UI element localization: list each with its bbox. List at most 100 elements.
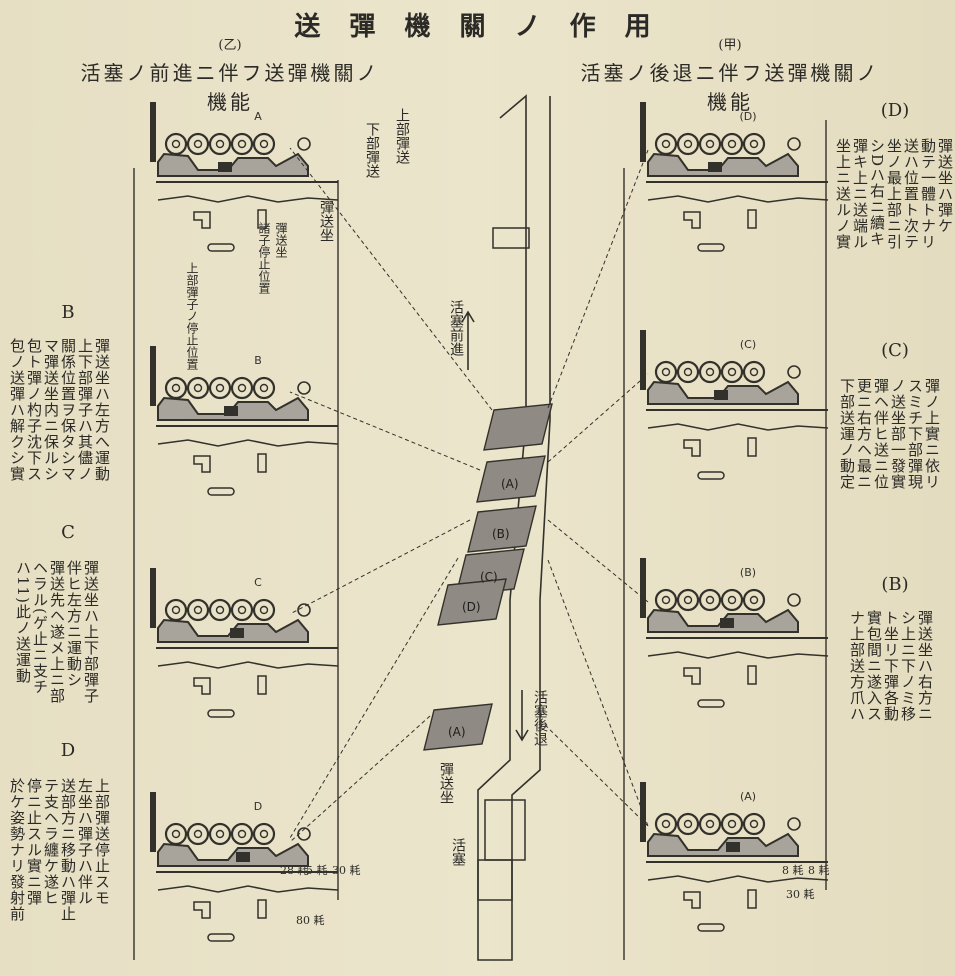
leader-line xyxy=(289,147,493,411)
cartridge-round xyxy=(164,376,188,400)
left-caption-letter-d: D xyxy=(60,740,76,761)
cartridge-round xyxy=(186,132,210,156)
cartridge-primer xyxy=(749,367,759,377)
leader-line xyxy=(539,719,649,827)
cartridge-round xyxy=(676,132,700,156)
cartridge-round xyxy=(654,812,678,836)
panel-label: C xyxy=(254,576,262,589)
guide-line xyxy=(157,885,339,893)
label-lower-round: 下部彈送 xyxy=(364,122,380,178)
slot-shape xyxy=(747,209,757,229)
dim-left-3: 30 耗 xyxy=(332,864,361,877)
cartridge-round xyxy=(676,588,700,612)
slot-shape xyxy=(257,675,267,695)
cartridge-round xyxy=(787,593,801,607)
right-caption-letter-d: (D) xyxy=(880,100,910,121)
pawl-shape xyxy=(193,455,211,473)
left-caption-letter-b: B xyxy=(61,302,75,323)
cartridge-primer xyxy=(193,829,203,839)
left-panel-a: A xyxy=(150,102,339,252)
carrier-pawl xyxy=(708,162,722,172)
cartridge-round xyxy=(742,588,766,612)
cartridge-round xyxy=(208,376,232,400)
carrier-body xyxy=(647,152,799,177)
cartridge-primer xyxy=(215,139,225,149)
right-caption-letter-b: (B) xyxy=(881,574,909,595)
carrier-body xyxy=(157,152,309,177)
left-caption-text-c: 彈送坐ハ上下部彈子 伴ヒ左方ニ運動シ 彈送先ヘ遂メ上ニ部 ヘラル(ゲ止ニ支チ ハ… xyxy=(14,560,100,704)
carrier-pawl xyxy=(726,842,740,852)
carrier-body xyxy=(647,832,799,857)
right-panel-a: (A) xyxy=(640,782,829,932)
cartridge-round xyxy=(164,132,188,156)
cartridge-primer xyxy=(727,139,737,149)
buffer-shape xyxy=(697,923,725,932)
cartridge-round xyxy=(230,132,254,156)
cartridge-round xyxy=(654,360,678,384)
cartridge-primer xyxy=(193,605,203,615)
cartridge-primer xyxy=(259,605,269,615)
dim-left-1: 28 耗 xyxy=(280,864,309,877)
cartridge-round xyxy=(164,822,188,846)
cartridge-primer xyxy=(215,383,225,393)
pawl-shape xyxy=(193,901,211,919)
wall-post xyxy=(640,102,646,162)
cartridge-round xyxy=(742,812,766,836)
right-panels-group: (D)(C)(B)(A) xyxy=(623,102,829,960)
cartridge-primer xyxy=(661,595,671,605)
label-piston-forward: 活塞前進 xyxy=(448,300,464,356)
cartridge-primer xyxy=(727,819,737,829)
carrier-pawl xyxy=(720,618,734,628)
right-header-mark: (甲) xyxy=(718,38,742,53)
left-caption-text-b: 彈送坐ハ左方へ運動 上下部彈子ハ其儘ノ 關係位置ヲ保タシマ マ彈送坐内ニ保ルシ … xyxy=(8,338,111,482)
piston-position-label: (C) xyxy=(480,570,498,584)
right-panel-b: (B) xyxy=(640,558,829,708)
cartridge-round xyxy=(186,376,210,400)
slot-shape xyxy=(747,889,757,909)
piston-head xyxy=(484,799,526,861)
cartridge-primer xyxy=(683,819,693,829)
cartridge-primer xyxy=(727,595,737,605)
buffer-shape xyxy=(207,243,235,252)
cartridge-primer xyxy=(661,139,671,149)
piston-position-block xyxy=(437,578,507,626)
panel-label: D xyxy=(254,800,262,813)
wall-post xyxy=(640,330,646,390)
left-panel-b: B xyxy=(150,346,339,496)
wall-post xyxy=(150,568,156,628)
cartridge-primer xyxy=(215,829,225,839)
guide-line xyxy=(647,875,829,883)
cartridge-primer xyxy=(237,139,247,149)
label-piston: 活塞 xyxy=(450,838,466,866)
cartridge-primer xyxy=(705,819,715,829)
cartridge-round xyxy=(252,598,276,622)
carrier-pawl xyxy=(218,162,232,172)
panel-label: B xyxy=(254,354,262,367)
cartridge-primer xyxy=(705,139,715,149)
dim-left-4: 80 耗 xyxy=(296,914,325,927)
buffer-shape xyxy=(207,933,235,942)
pawl-shape xyxy=(683,439,701,457)
slot-shape xyxy=(257,899,267,919)
cartridge-round xyxy=(742,360,766,384)
cartridge-primer xyxy=(749,819,759,829)
cartridge-primer xyxy=(683,367,693,377)
cartridge-round xyxy=(676,812,700,836)
left-panel-d: D xyxy=(150,792,339,942)
left-header-mark: (乙) xyxy=(218,38,242,53)
leader-line xyxy=(547,149,649,409)
cartridge-round xyxy=(252,376,276,400)
cartridge-round xyxy=(787,137,801,151)
carrier-pawl xyxy=(714,390,728,400)
cartridge-round xyxy=(698,588,722,612)
cartridge-round xyxy=(186,822,210,846)
label-upper-round: 上部彈送 xyxy=(394,108,410,164)
piston-position-block xyxy=(476,455,546,503)
cartridge-primer xyxy=(237,605,247,615)
leader-line xyxy=(289,715,431,843)
panel-label: (B) xyxy=(740,566,756,579)
cartridge-round xyxy=(676,360,700,384)
leader-line xyxy=(547,559,649,827)
panel-label: (D) xyxy=(739,110,756,123)
piston-position-label: (D) xyxy=(462,600,481,614)
